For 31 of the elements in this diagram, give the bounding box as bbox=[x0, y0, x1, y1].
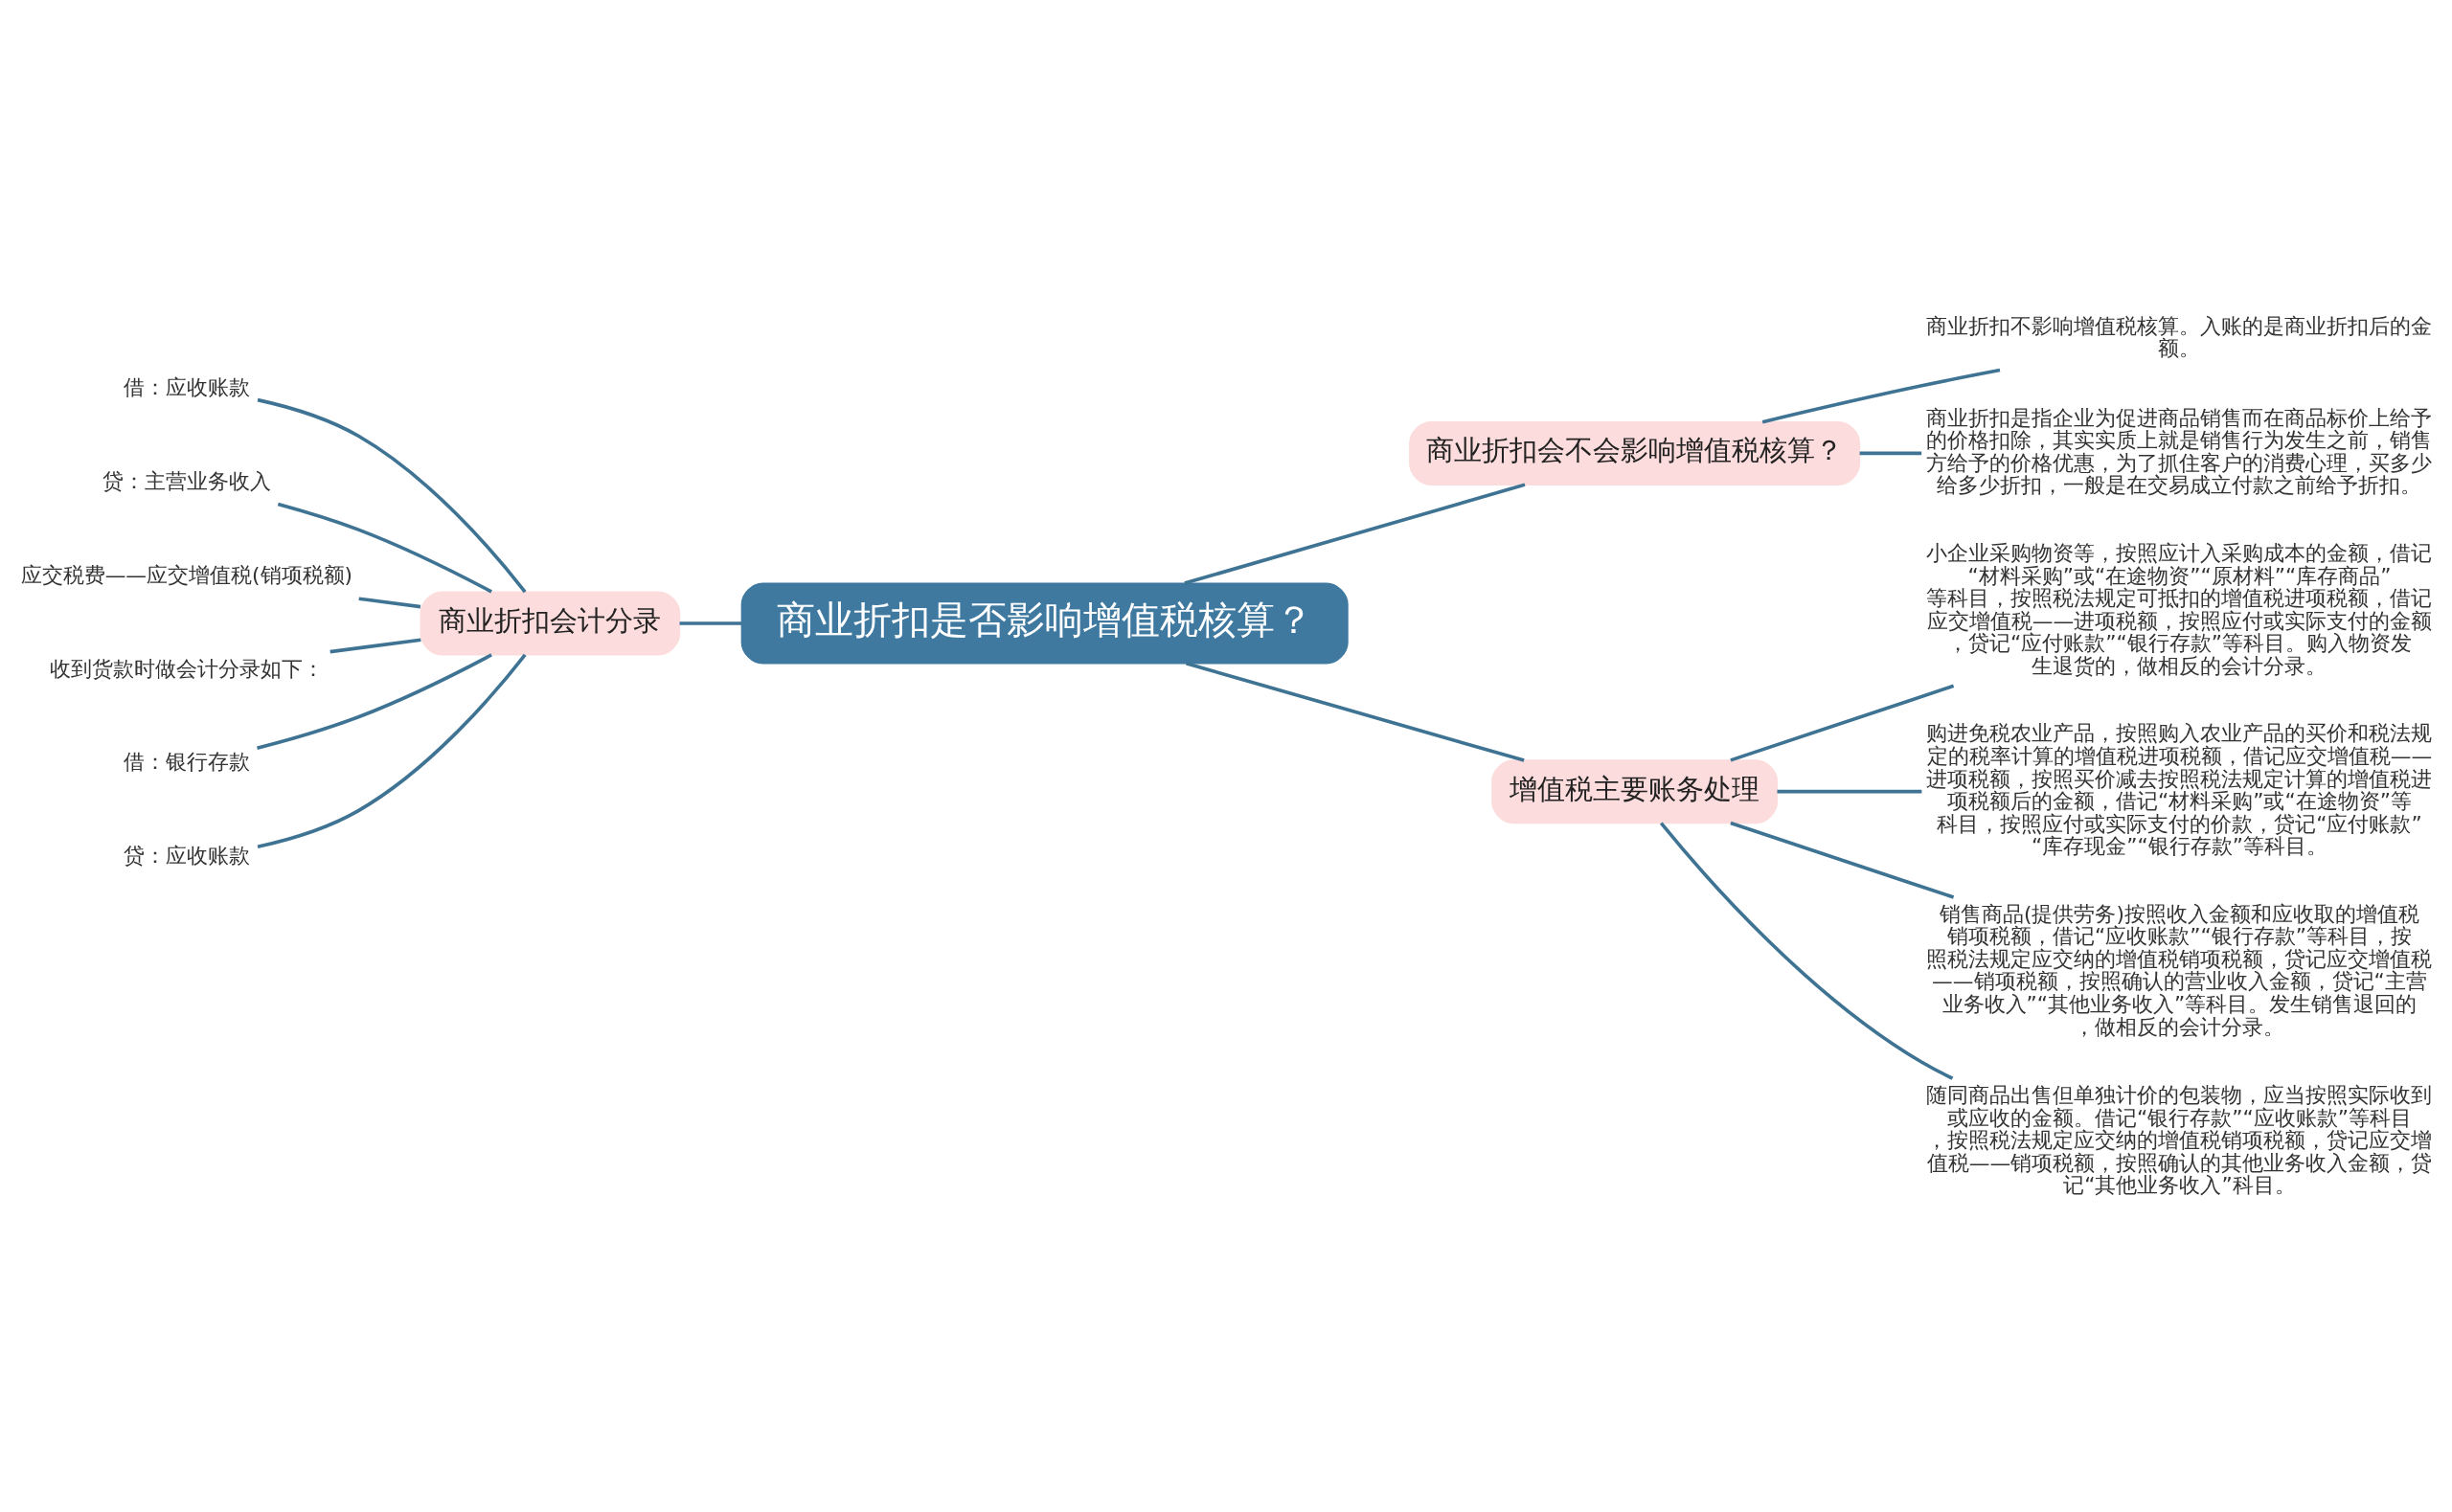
node-text: 商业折扣不影响增值税核算。入账的是商业折扣后的金额。 bbox=[1926, 313, 2433, 360]
node-box: 商业折扣会不会影响增值税核算？ bbox=[1409, 420, 1861, 485]
node-text: 收到货款时做会计分录如下： bbox=[49, 655, 324, 680]
connector bbox=[1730, 684, 1955, 762]
node-text: 小企业采购物资等，按照应计入采购成本的金额，借记“材料采购”或“在途物资”“原材料”“库存商品”等科目，按照税法规定可抵扣的增值税进项税额，借记应交增值税——进项税额，按照应付或实际支付的金额，贷记“应付账款”“银行存款”等科目。购入物资发生退货的，做相反的会计分录。 bbox=[1926, 540, 2433, 678]
node-text: 随同商品出售但单独计价的包装物，应当按照实际收到或应收的金额。借记“银行存款”“应收账款”等科目，按照税法规定应交纳的增值税销项税额，贷记应交增值税——销项税额，按照确认的其他业务收入金额，贷记“其他业务收入”科目。 bbox=[1926, 1082, 2433, 1197]
connector bbox=[1761, 368, 2001, 423]
connector bbox=[1659, 822, 1954, 1080]
node-text: 销售商品(提供劳务)按照收入金额和应收取的增值税销项税额，借记“应收账款”“银行存款”等科目，按照税法规定应交纳的增值税销项税额，贷记应交增值税——销项税额，按照确认的营业收入金额，贷记“主营业务收入”“其他业务收入”等科目。发生销售退回的，做相反的会计分录。 bbox=[1926, 901, 2433, 1039]
connector bbox=[257, 652, 492, 750]
connector bbox=[679, 621, 742, 625]
connector bbox=[358, 596, 421, 608]
node-text: 借：应收账款 bbox=[123, 374, 250, 399]
connector bbox=[277, 502, 492, 594]
connector bbox=[1730, 821, 1955, 899]
connector bbox=[1185, 661, 1525, 762]
node-text: 商业折扣是指企业为促进商品销售而在商品标价上给予的价格扣除，其实实质上就是销售行为发生之前，销售方给予的价格优惠，为了抓住客户的消费心理，买多少给多少折扣，一般是在交易成立付款之前给予折扣。 bbox=[1926, 405, 2433, 497]
node-text: 应交税费——应交增值税(销项税额) bbox=[20, 562, 353, 587]
node-box: 增值税主要账务处理 bbox=[1491, 758, 1779, 824]
node-box: 商业折扣会计分录 bbox=[420, 590, 681, 655]
node-text: 贷：主营业务收入 bbox=[102, 468, 271, 493]
connector bbox=[1859, 451, 1922, 455]
node-text: 借：银行存款 bbox=[123, 749, 250, 774]
node-text: 购进免税农业产品，按照购入农业产品的买价和税法规定的税率计算的增值税进项税额，借记应交增值税——进项税额，按照买价减去按照税法规定计算的增值税进项税额后的金额，借记“材料采购”或“在途物资”等科目，按照应付或实际支付的价款，贷记“应付账款”“库存现金”“银行存款”等科目。 bbox=[1926, 720, 2433, 858]
connector bbox=[1184, 482, 1526, 585]
connector bbox=[257, 397, 527, 593]
node-box: 商业折扣是否影响增值税核算？ bbox=[740, 581, 1349, 665]
node-text: 贷：应收账款 bbox=[123, 843, 250, 868]
connector bbox=[329, 638, 421, 653]
connector bbox=[257, 653, 527, 848]
connector bbox=[1777, 789, 1922, 793]
